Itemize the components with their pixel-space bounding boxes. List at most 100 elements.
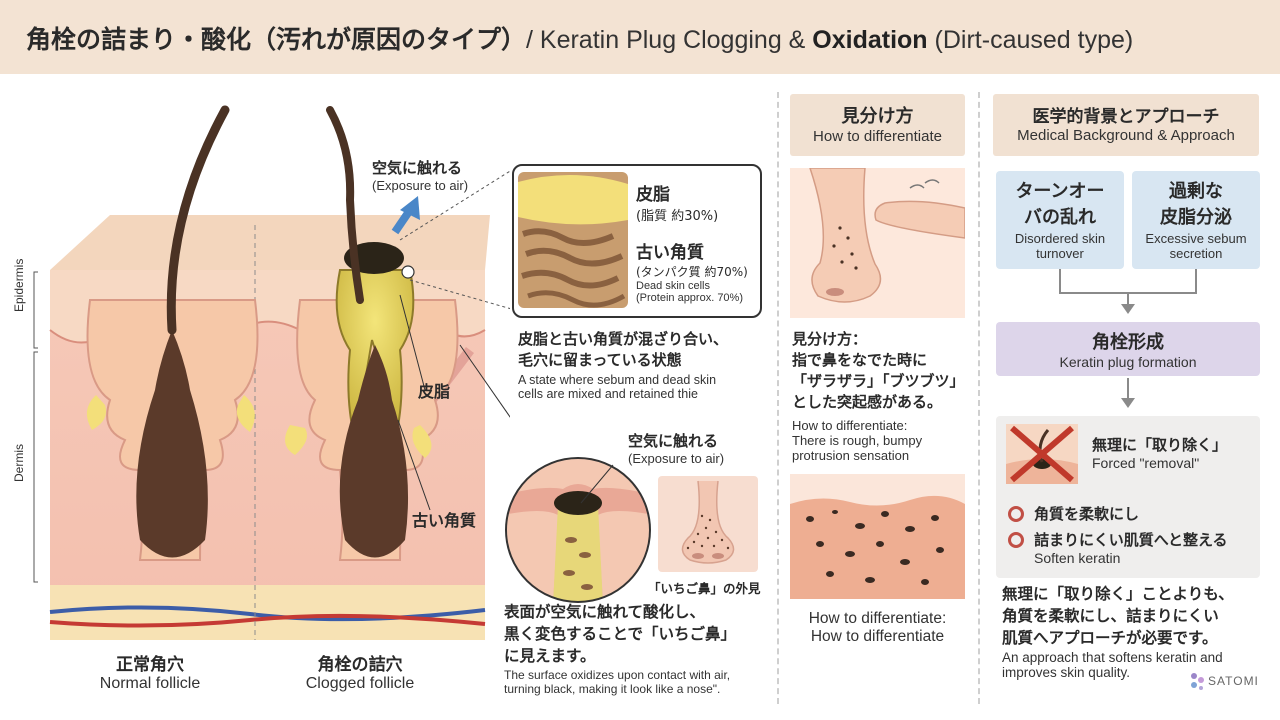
clogged-follicle-jp: 角栓の詰穴: [317, 655, 403, 675]
title-bar: 角栓の詰まり・酸化（汚れが原因のタイプ）/ Keratin Plug Clogg…: [0, 0, 1280, 74]
zoom-sebum-pct: (脂質 約30%): [636, 209, 719, 224]
summary-jp3: 肌質へアプローチが必要です。: [1002, 629, 1218, 647]
clogged-follicle-en: Clogged follicle: [305, 675, 415, 692]
zoom-inset: 皮脂 (脂質 約30%) 古い角質 (タンパク質 約70%) Dead skin…: [512, 164, 762, 318]
differentiate-head-en: How to differentiate: [813, 128, 942, 145]
medical-head-jp: 医学的背景とアプローチ: [1032, 107, 1220, 127]
oxidation-caption-en1: The surface oxidizes upon contact with a…: [504, 668, 731, 682]
skin-bumps-image: [790, 474, 965, 599]
differentiate-bottom-en2: How to differentiate: [810, 628, 945, 645]
improve-ring-icon: [1008, 532, 1024, 548]
summary-en1: An approach that softens keratin and: [1002, 650, 1223, 665]
strawberry-nose-caption: 「いちご鼻」の外見: [648, 581, 761, 596]
differentiate-text: 見分け方： 指で鼻をなでた時に 「ザラザラ」「ブツブツ」 とした突起感がある。 …: [792, 328, 972, 463]
air-label-jp: 空気に触れる: [372, 159, 463, 177]
connector-down-1: [1127, 292, 1129, 304]
skin-cross-section: [33, 105, 510, 640]
plug-jp: 角栓形成: [1092, 332, 1164, 353]
connector-down-2: [1127, 378, 1129, 400]
oxidation-caption: 表面が空気に触れて酸化し、 黒く変色することで「いちご鼻」 に見えます。 The…: [504, 600, 774, 696]
forced-removal-icon: [1006, 424, 1078, 484]
arrow-down-2: [1121, 398, 1135, 408]
brand-name: SATOMI: [1208, 674, 1259, 688]
plug-texture: [518, 172, 628, 308]
finger-nose-image: [790, 168, 965, 318]
zoom-sebum-jp: 皮脂: [636, 185, 670, 205]
zoom-dead-en1: Dead skin cells: [636, 280, 710, 292]
sebum-box: 過剰な 皮脂分泌 Excessive sebum secretion: [1132, 171, 1260, 269]
differentiate-head-jp: 見分け方: [841, 106, 914, 127]
differentiate-en1: How to differentiate:: [792, 418, 908, 433]
dermis-label: Dermis: [12, 444, 26, 482]
removal-en: Forced "removal": [1092, 455, 1200, 471]
connector-left: [1059, 269, 1061, 293]
soften-en: Soften keratin: [1034, 550, 1121, 566]
arrow-down-1: [1121, 304, 1135, 314]
differentiate-en2: There is rough, bumpy: [792, 433, 923, 448]
differentiate-jp3: 「ザラザラ」「ブツブツ」: [792, 372, 965, 390]
old-keratin-label: 古い角質: [412, 511, 477, 530]
title-en-suffix: (Dirt-caused type): [927, 26, 1134, 54]
oxidation-caption-jp2: 黒く変色することで「いちご鼻」: [504, 625, 737, 643]
soften-jp: 角質を柔軟にし: [1034, 505, 1140, 523]
oxidation-air-jp: 空気に触れる: [628, 432, 719, 450]
differentiate-jp2: 指で鼻をなでた時に: [792, 351, 928, 369]
soften-ring-icon: [1008, 506, 1024, 522]
turnover-jp2: バの乱れ: [1024, 207, 1096, 228]
differentiate-jp4: とした突起感がある。: [792, 393, 943, 411]
plug-en: Keratin plug formation: [1059, 354, 1197, 370]
normal-follicle: [86, 105, 259, 561]
medical-head-en: Medical Background & Approach: [1017, 127, 1235, 144]
oxidation-air-en: (Exposure to air): [628, 451, 725, 466]
sebum-leader: [399, 294, 426, 391]
summary-jp1: 無理に「取り除く」ことよりも、: [1002, 585, 1234, 603]
sebum-en2: secretion: [1169, 246, 1223, 261]
zoom-caption-jp1: 皮脂と古い角質が混ざり合い、: [518, 330, 729, 348]
differentiate-jp1: 見分け方：: [792, 330, 868, 348]
approach-box: 無理に「取り除く」 Forced "removal" 角質を柔軟にし 詰まりにく…: [996, 416, 1260, 578]
differentiate-header: 見分け方 How to differentiate: [790, 94, 965, 156]
normal-follicle-caption: 正常角穴 Normal follicle: [70, 650, 230, 693]
sebum-jp1: 過剰な: [1169, 181, 1223, 202]
turnover-en1: Disordered skin: [1014, 231, 1106, 246]
medical-header: 医学的背景とアプローチ Medical Background & Approac…: [993, 94, 1259, 156]
zoom-caption-jp2: 毛穴に留まっている状態: [518, 351, 682, 369]
title-en-prefix: / Keratin Plug Clogging &: [526, 26, 813, 54]
zoom-dead-pct: (タンパク質 約70%): [636, 265, 748, 279]
brand-logo-icon: [1191, 673, 1204, 690]
differentiate-en3: protrusion sensation: [792, 448, 910, 463]
oxidation-caption-jp3: に見えます。: [504, 647, 596, 665]
epidermis-label: Epidermis: [12, 258, 26, 312]
turnover-box: ターンオー バの乱れ Disordered skin turnover: [996, 171, 1124, 269]
differentiate-bottom: How to differentiate: How to differentia…: [790, 610, 965, 646]
sebum-jp2: 皮脂分泌: [1160, 207, 1232, 228]
divider-2: [978, 92, 980, 704]
sebum-label: 皮脂: [418, 382, 451, 401]
oxidation-air-label: 空気に触れる (Exposure to air): [628, 430, 724, 466]
oxidation-closeup: [505, 457, 651, 603]
summary-en2: improves skin quality.: [1002, 665, 1131, 680]
turnover-jp1: ターンオー: [1015, 181, 1105, 202]
oxidation-caption-en2: turning black, making it look like a nos…: [504, 682, 721, 696]
turnover-en2: turnover: [1036, 246, 1084, 261]
strawberry-nose-image: [658, 476, 758, 572]
zoom-caption: 皮脂と古い角質が混ざり合い、 毛穴に留まっている状態 A state where…: [518, 328, 773, 401]
title-jp: 角栓の詰まり・酸化（汚れが原因のタイプ）: [26, 25, 527, 54]
normal-follicle-jp: 正常角穴: [116, 655, 184, 675]
medical-summary: 無理に「取り除く」ことよりも、 角質を柔軟にし、詰まりにくい 肌質へアプローチが…: [1002, 582, 1272, 680]
zoom-caption-en2: cells are mixed and retained thie: [518, 387, 698, 401]
summary-jp2: 角質を柔軟にし、詰まりにくい: [1002, 607, 1219, 625]
oxidation-caption-jp1: 表面が空気に触れて酸化し、: [504, 603, 706, 621]
differentiate-bottom-en1: How to differentiate:: [808, 610, 947, 627]
title-en-bold: Oxidation: [812, 26, 928, 54]
keratin-plug-box: 角栓形成 Keratin plug formation: [996, 322, 1260, 376]
clogged-follicle-caption: 角栓の詰穴 Clogged follicle: [280, 650, 440, 693]
clogged-follicle: [285, 106, 459, 561]
keratin-leader: [397, 419, 431, 511]
zoom-dead-en2: (Protein approx. 70%): [636, 292, 743, 304]
zoom-caption-en1: A state where sebum and dead skin: [518, 373, 717, 387]
improve-jp: 詰まりにくい肌質へと整える: [1034, 531, 1228, 549]
page-title: 角栓の詰まり・酸化（汚れが原因のタイプ）/ Keratin Plug Clogg…: [26, 20, 1133, 56]
air-label-en: (Exposure to air): [372, 178, 469, 193]
connector-right: [1195, 269, 1197, 293]
